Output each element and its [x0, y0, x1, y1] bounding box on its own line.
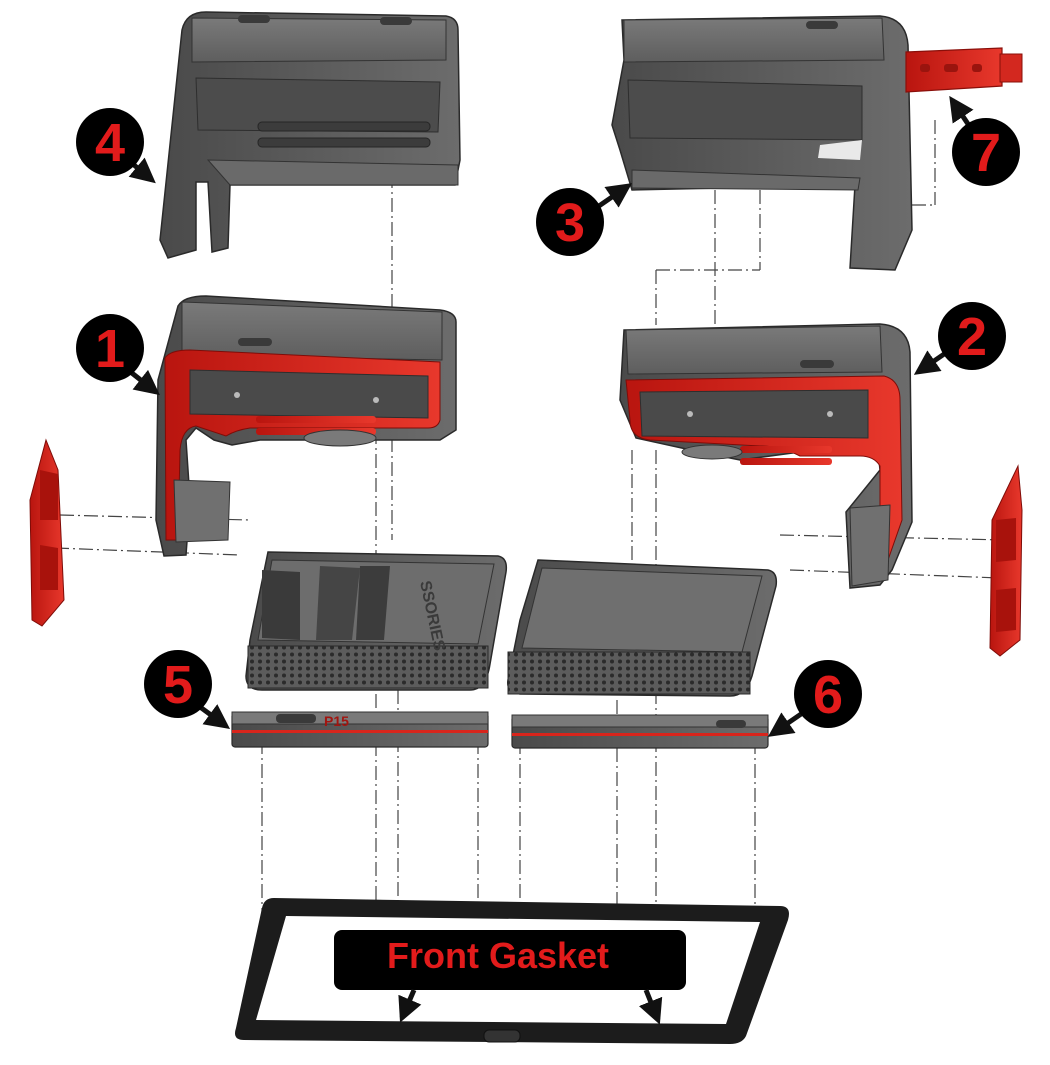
callout-5: 5 — [144, 650, 231, 729]
front-gasket-label-text: Front Gasket — [387, 935, 609, 976]
bar-left-emboss-text: P15 — [324, 713, 349, 729]
part-5-left-front-bar: P15 — [231, 711, 489, 748]
callout-1-number: 1 — [95, 319, 125, 379]
part-3-upper-right-housing — [611, 15, 913, 271]
callout-2-number: 2 — [957, 307, 987, 367]
right-accessory-tray — [507, 559, 778, 697]
callout-7-number: 7 — [971, 123, 1001, 183]
callout-6-number: 6 — [813, 665, 843, 725]
right-side-red-clip — [989, 464, 1023, 657]
left-accessory-tray: SSORIES — [245, 551, 508, 691]
part-2-right-middle-housing — [619, 323, 913, 589]
callout-7: 7 — [949, 95, 1020, 186]
front-gasket-label: Front Gasket — [334, 930, 686, 1025]
callout-5-number: 5 — [163, 655, 193, 715]
part-4-upper-left-housing — [159, 11, 461, 259]
part-1-left-middle-housing — [155, 295, 457, 557]
callout-4-number: 4 — [95, 113, 125, 173]
callout-3: 3 — [536, 183, 633, 256]
part-6-right-front-bar — [511, 714, 769, 749]
callout-1: 1 — [76, 314, 160, 396]
callout-6: 6 — [767, 660, 862, 737]
callout-2: 2 — [913, 302, 1006, 375]
callout-3-number: 3 — [555, 193, 585, 253]
callout-4: 4 — [76, 108, 156, 184]
part-7-red-tube-fitting — [905, 47, 1023, 93]
left-side-red-clip — [29, 438, 65, 627]
